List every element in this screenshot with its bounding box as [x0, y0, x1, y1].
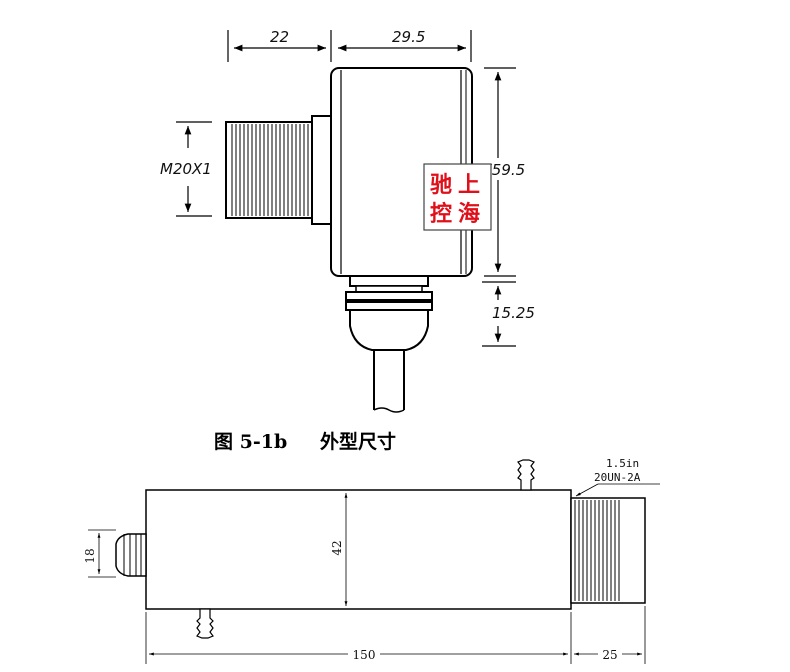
top-barb-fitting: [517, 459, 535, 491]
dim-22-label: 22: [270, 28, 289, 46]
dim-150-label: 150: [353, 648, 376, 662]
dim-42-label: 42: [330, 540, 344, 555]
svg-text:上: 上: [458, 173, 480, 198]
svg-text:驰: 驰: [430, 173, 452, 198]
side-threaded-end: [570, 497, 646, 604]
figure-number: 图 5-1b: [214, 431, 287, 453]
thread-note-spec: 20UN-2A: [594, 471, 641, 484]
dim-15-25-label: 15.25: [492, 304, 535, 322]
threaded-boss: [225, 115, 335, 225]
figure-title: 外型尺寸: [320, 430, 396, 453]
bottom-drawing: 18 42 1.5in 20UN-2A: [83, 457, 660, 664]
side-body: [145, 489, 572, 610]
bottom-barb-fitting: [196, 608, 214, 639]
cable-connector: [345, 275, 433, 413]
dim-25-label: 25: [602, 648, 617, 662]
thread-note-size: 1.5in: [606, 457, 639, 470]
svg-text:控: 控: [430, 201, 452, 227]
dim-m20-label: M20X1: [160, 160, 212, 178]
dim-18-label: 18: [83, 548, 97, 563]
svg-text:海: 海: [458, 201, 480, 227]
watermark-stamp: 驰 上 控 海: [423, 163, 492, 231]
dim-29-5-label: 29.5: [392, 28, 425, 46]
side-cable-gland: [115, 533, 147, 577]
top-drawing: 22 29.5 M20X1: [160, 28, 538, 413]
